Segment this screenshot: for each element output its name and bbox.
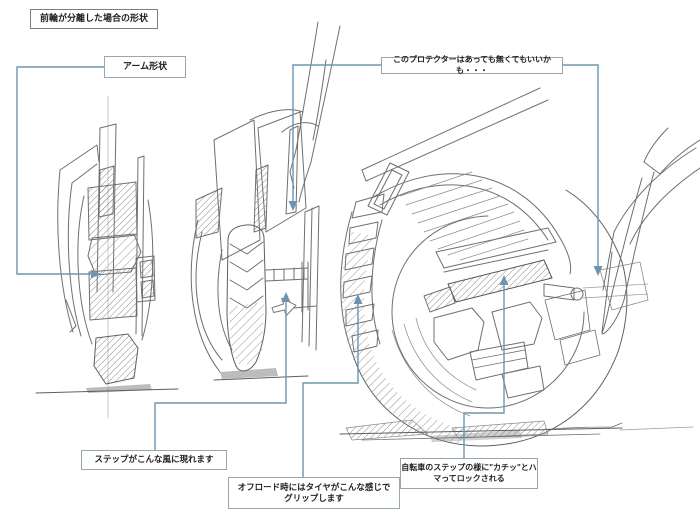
annotation-offroad-grip: オフロード時にはタイヤがこんな感じで グリップします: [228, 477, 400, 509]
arrowhead-arm: [91, 269, 101, 279]
leader-line-arm: [16, 66, 104, 275]
annotation-bicycle-lock: 自転車のステップの様に"カチッ"とハ マってロックされる: [400, 458, 538, 489]
annotation-step-label: ステップがこんな風に現れます: [94, 454, 214, 465]
front-wheel-three-quarter-sketch: [190, 21, 341, 381]
leader-line-protector-left: [292, 64, 381, 202]
annotation-bicycle-lock-label: 自転車のステップの様に"カチッ"とハ マってロックされる: [401, 463, 537, 483]
arrowhead-step: [281, 292, 291, 302]
annotation-step: ステップがこんな風に現れます: [81, 450, 227, 470]
leader-line-offroad: [302, 303, 359, 477]
annotation-arm-shape-label: アーム形状: [122, 61, 168, 72]
annotation-protector-label: このプロテクターはあっても無くてもいいかも・・・: [392, 55, 552, 75]
annotation-offroad-grip-label: オフロード時にはタイヤがこんな感じで グリップします: [237, 481, 391, 503]
arrowhead-protector-right: [593, 266, 603, 276]
arrowhead-protector-left: [288, 201, 298, 211]
leader-line-bicycle-lock: [463, 284, 505, 458]
arrowhead-bicycle-lock: [499, 275, 509, 285]
leader-lines: [16, 64, 603, 477]
front-wheel-side-sketch: [35, 95, 179, 419]
leader-line-protector-right: [562, 64, 599, 267]
leader-line-step: [154, 301, 287, 450]
large-wheel-detail-sketch: [339, 87, 700, 447]
arrowhead-offroad: [353, 294, 363, 304]
sheet-title-box: 前輪が分離した場合の形状: [30, 9, 158, 29]
sheet-title: 前輪が分離した場合の形状: [39, 13, 148, 24]
annotation-protector: このプロテクターはあっても無くてもいいかも・・・: [381, 55, 563, 75]
annotation-arm-shape: アーム形状: [104, 56, 186, 78]
